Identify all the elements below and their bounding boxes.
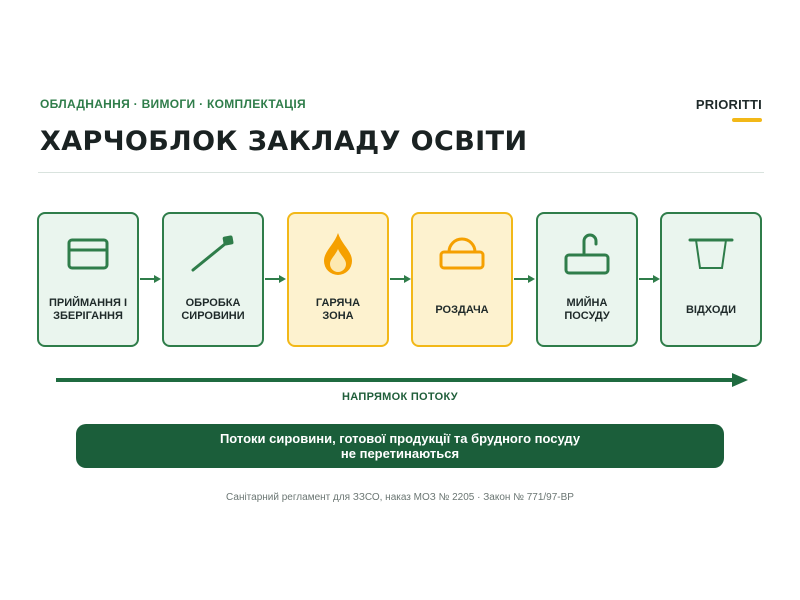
stage-hot-zone: ГАРЯЧА ЗОНА: [287, 212, 389, 347]
flow-direction-arrow-icon: [56, 373, 748, 387]
knife-icon: [164, 231, 262, 277]
stage-raw-processing: ОБРОБКА СИРОВИНИ: [162, 212, 264, 347]
flow-direction-label: НАПРЯМОК ПОТОКУ: [342, 391, 458, 403]
stage-label: ОБРОБКА СИРОВИНИ: [181, 297, 245, 322]
stage-label: МИЙНА ПОСУДУ: [564, 297, 610, 322]
page-title: ХАРЧОБЛОК ЗАКЛАДУ ОСВІТИ: [40, 126, 528, 157]
brand-logo: PRIORITTI: [696, 96, 762, 122]
stage-label: ПРИЙМАННЯ І ЗБЕРІГАННЯ: [48, 297, 128, 322]
stage-receiving-storage: ПРИЙМАННЯ І ЗБЕРІГАННЯ: [37, 212, 139, 347]
flow-rule-banner: Потоки сировини, готової продукції та бр…: [76, 424, 724, 468]
header-eyebrow: ОБЛАДНАННЯ · ВИМОГИ · КОМПЛЕКТАЦІЯ: [40, 97, 306, 111]
brand-underline: [732, 118, 762, 122]
stage-arrow-icon: [265, 275, 286, 283]
stage-arrow-icon: [514, 275, 535, 283]
regulation-footnote: Санітарний регламент для ЗЗСО, наказ МОЗ…: [226, 492, 574, 503]
stage-label: ВІДХОДИ: [685, 303, 737, 316]
waste-bin-icon: [662, 231, 760, 277]
stage-arrow-icon: [390, 275, 411, 283]
stage-waste: ВІДХОДИ: [660, 212, 762, 347]
stage-arrow-icon: [639, 275, 660, 283]
stage-dishwashing: МИЙНА ПОСУДУ: [536, 212, 638, 347]
brand-name: PRIORITTI: [695, 97, 762, 112]
stage-label: РОЗДАЧА: [435, 303, 489, 316]
stage-arrow-icon: [140, 275, 161, 283]
sink-faucet-icon: [538, 231, 636, 277]
stage-label: ГАРЯЧА ЗОНА: [315, 297, 361, 322]
storage-box-icon: [39, 231, 137, 277]
stage-serving: РОЗДАЧА: [411, 212, 513, 347]
header-divider: [38, 172, 764, 173]
cloche-icon: [413, 231, 511, 277]
flame-icon: [289, 231, 387, 277]
